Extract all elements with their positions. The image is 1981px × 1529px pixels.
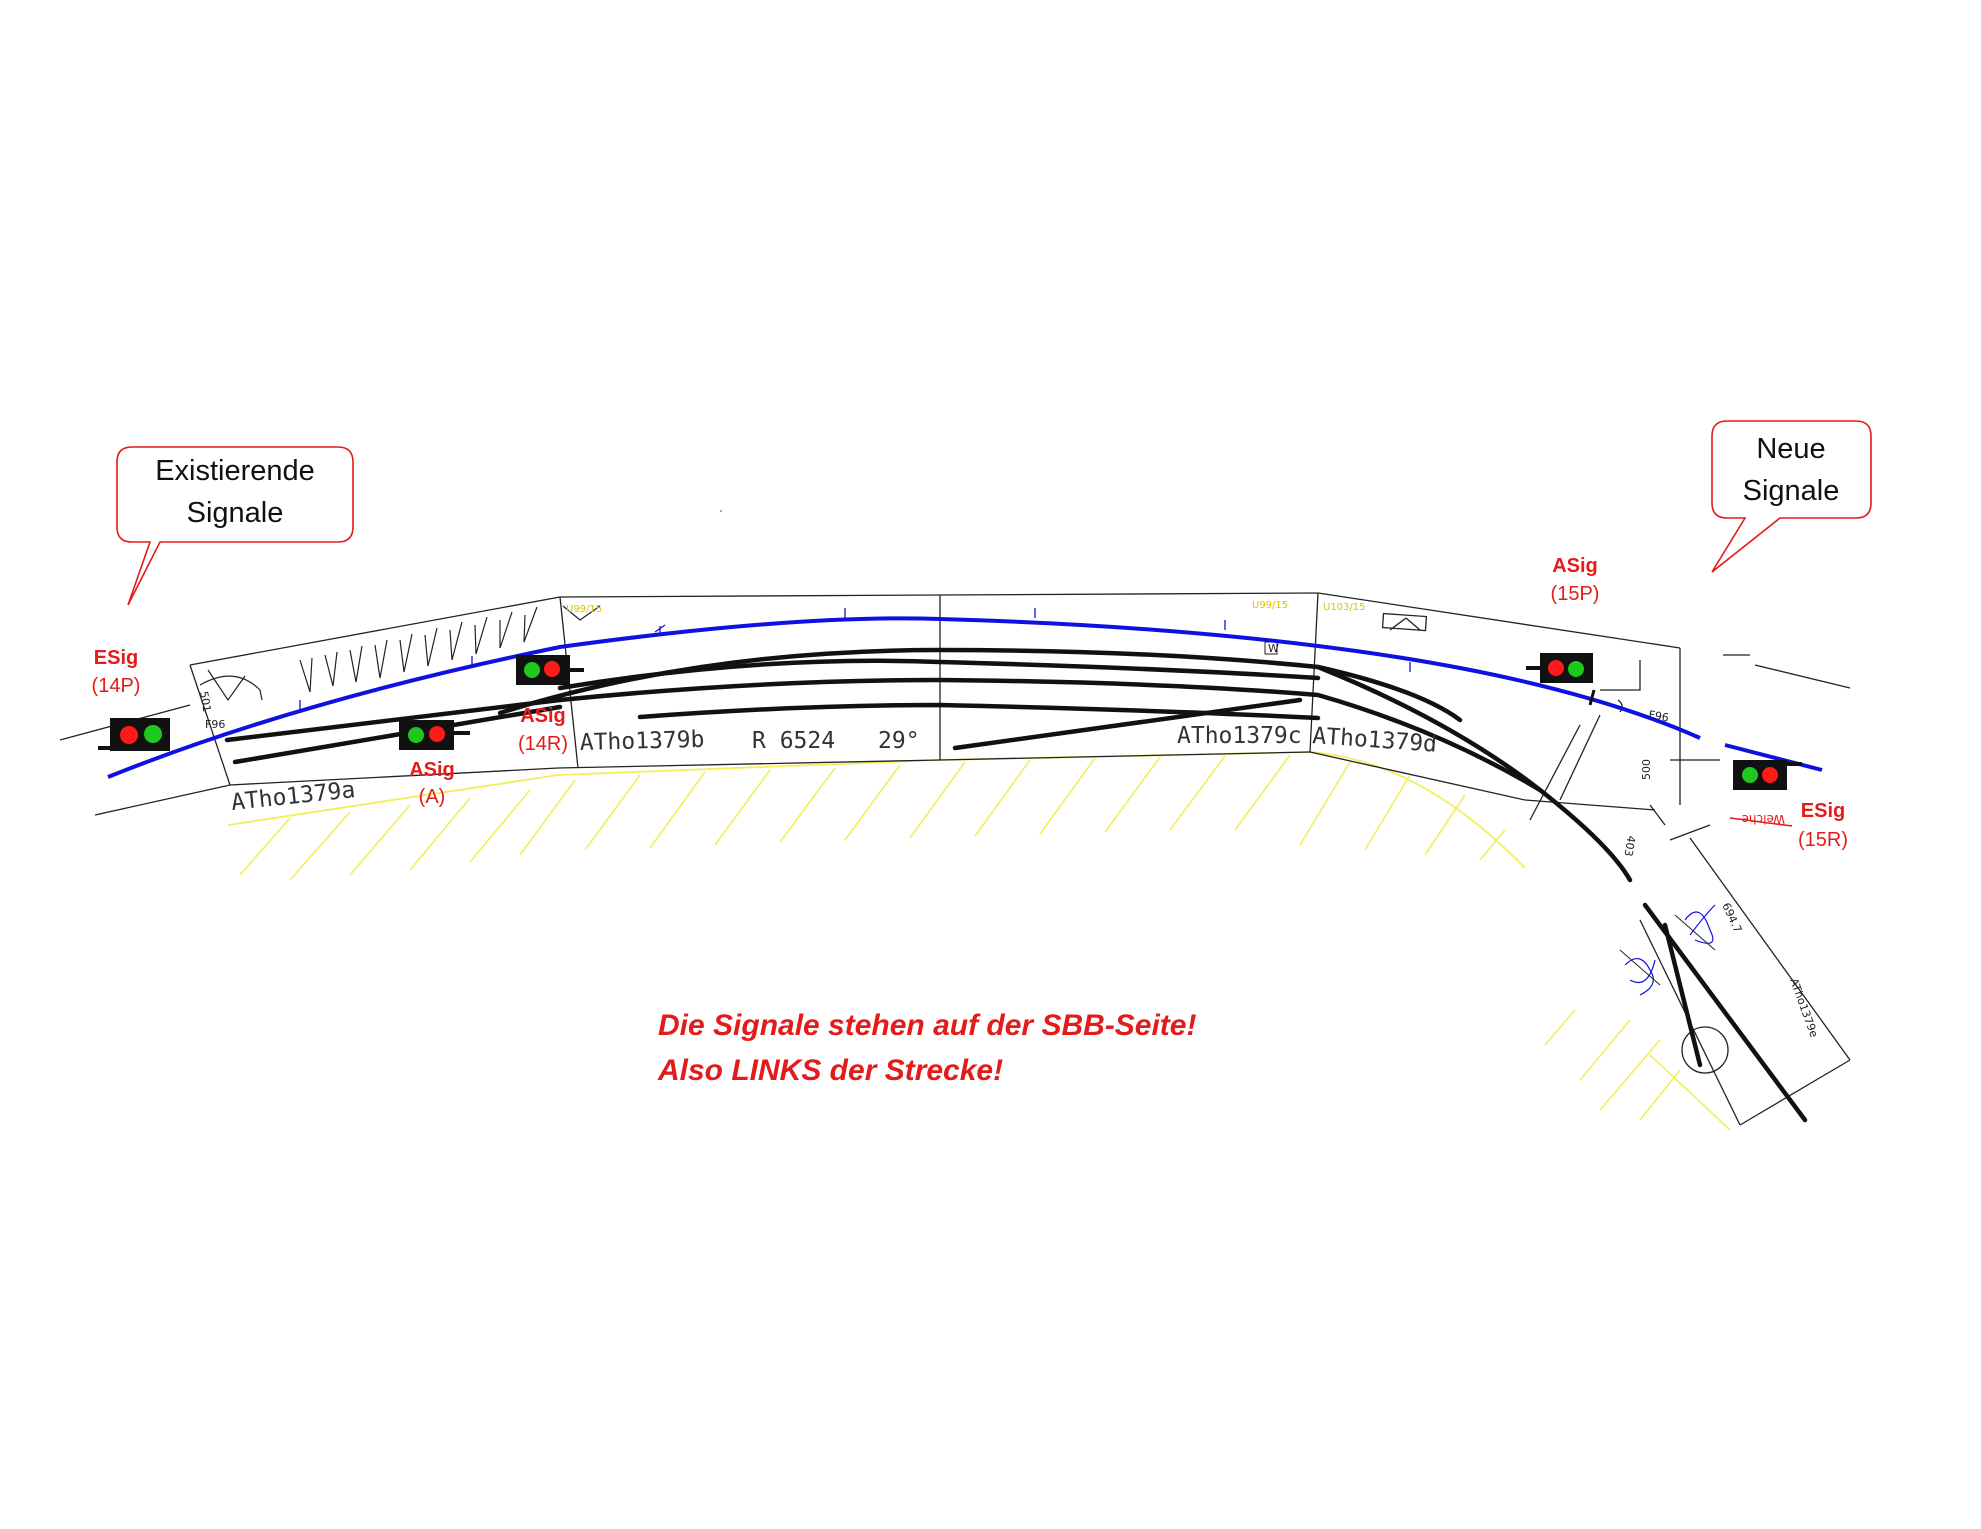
struck-text: Weiche (1742, 812, 1785, 826)
track-label-a: ATho1379a (230, 777, 357, 816)
catenary-line-right (1724, 743, 1823, 772)
signal-name: ASig (409, 759, 455, 781)
tracks (224, 647, 1808, 1123)
stray-dot (720, 510, 722, 512)
signal-asig-a: ASig (A) (399, 720, 470, 808)
red-lamp-icon (429, 726, 445, 742)
yellow-mark-mid: U99/15 (1252, 600, 1288, 611)
green-lamp-icon (1568, 661, 1584, 677)
signal-name: ASig (520, 705, 566, 727)
signal-housing (1540, 653, 1593, 683)
track-label-angle: 29° (878, 728, 920, 754)
yellow-mark-left: U99/15 (566, 604, 602, 615)
signal-name: ASig (1552, 555, 1598, 577)
callout-existing-line1: Existierende (155, 455, 315, 487)
catenary-line (107, 616, 1701, 779)
f96-label-left: F96 (205, 718, 225, 731)
signal-code: (15R) (1798, 829, 1848, 851)
signal-housing (1733, 760, 1787, 790)
callout-new-signals: Neue Signale (1711, 420, 1872, 573)
track-label-e: ATho1379e (1787, 977, 1820, 1040)
signal-code: (14P) (92, 675, 141, 697)
struck-text-group: Weiche (1729, 812, 1793, 827)
note-line-2: Also LINKS der Strecke! (657, 1054, 1003, 1087)
track-stub (1588, 689, 1596, 706)
callout-new-line2: Signale (1743, 475, 1840, 507)
signal-code: (A) (419, 786, 446, 808)
signal-code: (14R) (518, 733, 568, 755)
w-marker-label: W (1268, 642, 1279, 655)
callout-existing-line2: Signale (187, 497, 284, 529)
signal-name: ESig (94, 647, 138, 669)
embankment-hatching (227, 751, 1731, 1131)
yellow-mark-right: U103/15 (1323, 602, 1366, 613)
signal-code: (15P) (1551, 583, 1600, 605)
plan-outline (59, 592, 1851, 1126)
red-lamp-icon (1762, 767, 1778, 783)
signal-esig-15r: ESig (15R) (1733, 760, 1848, 851)
green-lamp-icon (524, 662, 540, 678)
green-lamp-icon (1742, 767, 1758, 783)
red-lamp-icon (544, 661, 560, 677)
bridge-ticks (1619, 914, 1716, 986)
green-lamp-icon (408, 727, 424, 743)
red-lamp-icon (1548, 660, 1564, 676)
f96-label-right: F96 (1647, 708, 1669, 724)
km-403-label: 403 (1621, 834, 1637, 857)
catenary-ticks (299, 608, 1411, 710)
green-lamp-icon (144, 725, 162, 743)
callout-existing-signals: Existierende Signale (116, 446, 354, 606)
track-label-b: ATho1379b (579, 727, 704, 756)
signal-esig-14p: ESig (14P) (92, 647, 170, 751)
platform-marks (199, 605, 601, 702)
signal-name: ESig (1801, 800, 1845, 822)
track-label-radius: R 6524 (752, 728, 835, 754)
callout-new-line1: Neue (1756, 433, 1825, 465)
km-6947-label: 694.7 (1719, 901, 1744, 935)
red-lamp-icon (120, 726, 138, 744)
km-501-label: 501 (197, 690, 213, 713)
signal-housing (399, 720, 454, 750)
signal-asig-14r: ASig (14R) (516, 655, 584, 755)
signal-asig-15p: ASig (15P) (1526, 555, 1599, 683)
km-500-label: 500 (1640, 759, 1653, 780)
track-label-c: ATho1379c (1177, 723, 1302, 749)
note-line-1: Die Signale stehen auf der SBB-Seite! (658, 1009, 1196, 1042)
